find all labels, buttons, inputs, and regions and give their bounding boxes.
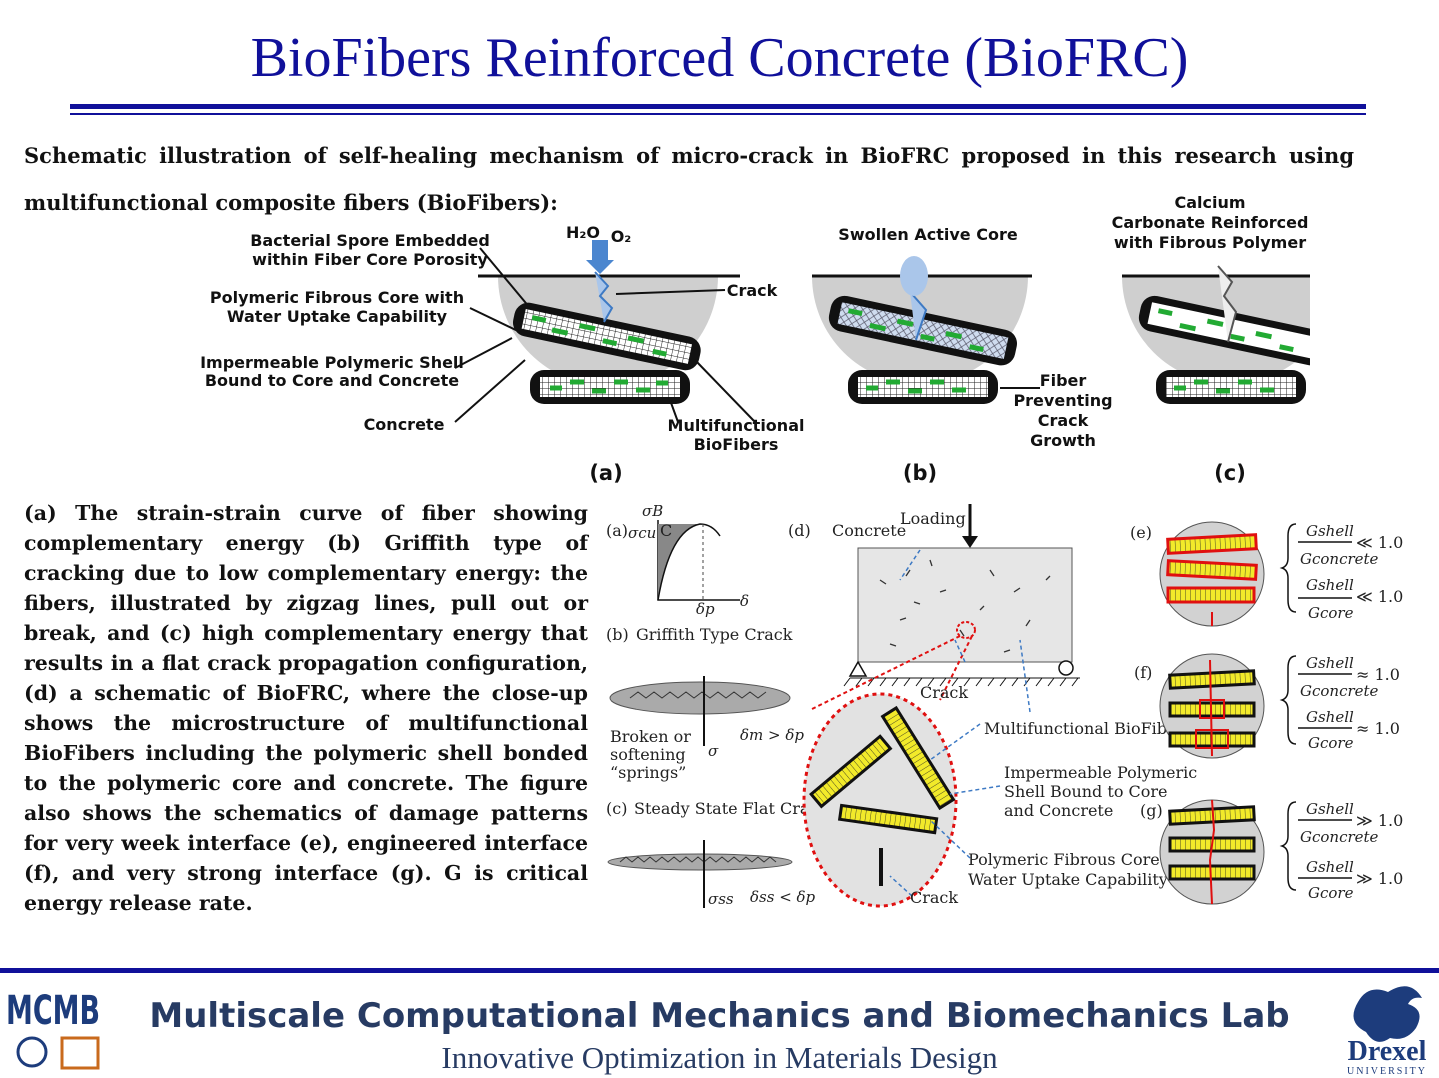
- footer-rule: [0, 968, 1439, 973]
- b-dm: δm > δp: [740, 726, 804, 744]
- label-shell-1: Impermeable Polymeric Shell: [200, 353, 464, 372]
- label-core-2: Water Uptake Capability: [227, 307, 448, 326]
- label-shell-2: Bound to Core and Concrete: [205, 371, 459, 390]
- d-core-1: Polymeric Fibrous Core with: [968, 850, 1200, 869]
- title-rule-thin: [70, 113, 1366, 115]
- a-sigma-b: σB: [642, 502, 663, 520]
- e-label: (e): [1130, 523, 1152, 542]
- d-concrete: Concrete: [832, 521, 906, 540]
- b-broken-3: “springs”: [610, 763, 686, 782]
- panel-b-drawing: [812, 256, 1032, 404]
- label-fiber-prevent-4: Growth: [1030, 431, 1096, 450]
- drexel-logo-text: Drexel: [1348, 1036, 1427, 1067]
- mcmb-logo-text: MCMB: [6, 988, 100, 1034]
- b-broken-1: Broken or: [610, 727, 691, 746]
- panel-c-drawing: [1122, 265, 1310, 404]
- d-shell-3: and Concrete: [1004, 801, 1113, 820]
- g-rel-2: ≫ 1.0: [1356, 869, 1403, 888]
- label-fiber-prevent-3: Crack: [1038, 411, 1089, 430]
- d-crack-2: Crack: [910, 888, 958, 907]
- e-gconcrete: Gconcrete: [1300, 550, 1379, 568]
- d-loading: Loading: [900, 509, 966, 528]
- e-gcore: Gcore: [1308, 604, 1354, 622]
- e-rel-1: ≪ 1.0: [1356, 533, 1403, 552]
- a-label: (a): [606, 521, 628, 540]
- figure-description: (a) The strain-strain curve of fiber sho…: [24, 501, 588, 915]
- e-rel-2: ≪ 1.0: [1356, 587, 1403, 606]
- label-spore-2: within Fiber Core Porosity: [252, 250, 488, 269]
- mcmb-logo: MCMB: [2, 984, 102, 1072]
- e-gshell-2: Gshell: [1306, 576, 1354, 594]
- panel-c-label: (c): [1214, 461, 1246, 485]
- panel-a-label: (a): [589, 461, 622, 485]
- label-multi-1: Multifunctional: [668, 416, 805, 435]
- panel-a-drawing: [478, 240, 740, 404]
- label-crack: Crack: [727, 281, 778, 300]
- e-gshell-1: Gshell: [1306, 522, 1354, 540]
- label-h2o: H₂O: [566, 223, 600, 242]
- label-fiber-prevent-2: Preventing: [1013, 391, 1112, 410]
- g-gshell-1: Gshell: [1306, 800, 1354, 818]
- label-swollen: Swollen Active Core: [838, 225, 1018, 244]
- g-gcore: Gcore: [1308, 884, 1354, 902]
- a-c: C: [660, 521, 672, 540]
- top-figure: Bacterial Spore Embedded within Fiber Co…: [200, 193, 1310, 485]
- a-delta-p: δp: [696, 600, 715, 618]
- f-gconcrete: Gconcrete: [1300, 682, 1379, 700]
- label-o2: O₂: [611, 227, 632, 246]
- b-title: Griffith Type Crack: [636, 625, 793, 644]
- b-broken-2: softening: [610, 745, 686, 764]
- drexel-logo: Drexel UNIVERSITY: [1347, 986, 1427, 1076]
- lab-name: Multiscale Computational Mechanics and B…: [149, 996, 1290, 1036]
- b-sigma: σ: [708, 742, 719, 760]
- bottom-figure: (a) σcu σB C δp δ (b) Griffith Type Crac…: [606, 502, 1403, 908]
- f-gshell-1: Gshell: [1306, 654, 1354, 672]
- d-multi: Multifunctional BioFibers: [984, 719, 1192, 738]
- title-rule-thick: [70, 104, 1366, 109]
- intro-text: Schematic illustration of self-healing m…: [24, 143, 1354, 215]
- c-sigma: σss: [708, 890, 734, 908]
- lab-tagline: Innovative Optimization in Materials Des…: [441, 1040, 998, 1075]
- label-multi-2: BioFibers: [694, 435, 779, 454]
- label-calcium-1: Calcium: [1174, 193, 1245, 212]
- label-fiber-prevent-1: Fiber: [1040, 371, 1087, 390]
- panel-b-label: (b): [903, 461, 937, 485]
- g-label: (g): [1140, 801, 1163, 820]
- page-title: BioFibers Reinforced Concrete (BioFRC): [250, 27, 1189, 89]
- d-shell-2: Shell Bound to Core: [1004, 782, 1168, 801]
- c-dss: δss < δp: [750, 888, 816, 906]
- f-rel-1: ≈ 1.0: [1356, 665, 1400, 684]
- label-spore-1: Bacterial Spore Embedded: [250, 231, 490, 250]
- f-gshell-2: Gshell: [1306, 708, 1354, 726]
- f-rel-2: ≈ 1.0: [1356, 719, 1400, 738]
- c-label: (c): [606, 799, 627, 818]
- g-rel-1: ≫ 1.0: [1356, 811, 1403, 830]
- label-core-1: Polymeric Fibrous Core with: [210, 288, 464, 307]
- label-calcium-3: with Fibrous Polymer: [1114, 233, 1306, 252]
- ratio-braces: [1279, 523, 1352, 891]
- c-title: Steady State Flat Crack: [634, 799, 828, 818]
- f-gcore: Gcore: [1308, 734, 1354, 752]
- a-sigma-cu: σcu: [628, 524, 656, 542]
- f-label: (f): [1134, 663, 1152, 682]
- d-core-2: Water Uptake Capability: [968, 870, 1168, 889]
- g-gshell-2: Gshell: [1306, 858, 1354, 876]
- d-crack: Crack: [920, 683, 968, 702]
- drexel-logo-sub: UNIVERSITY: [1347, 1066, 1427, 1076]
- a-delta: δ: [740, 592, 749, 610]
- label-concrete: Concrete: [364, 415, 445, 434]
- label-calcium-2: Carbonate Reinforced: [1112, 213, 1309, 232]
- d-label: (d): [788, 521, 811, 540]
- panel-a-arrows: [454, 247, 756, 423]
- g-gconcrete: Gconcrete: [1300, 828, 1379, 846]
- b-label: (b): [606, 625, 629, 644]
- d-shell-1: Impermeable Polymeric: [1004, 763, 1197, 782]
